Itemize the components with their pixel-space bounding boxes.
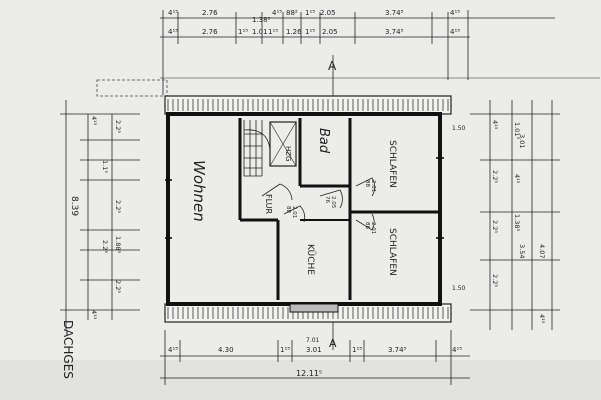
interior-dim-7: 2.01: [370, 222, 376, 234]
dim-right-0: 4¹⁵: [491, 120, 499, 130]
dim-left-1: 2.2⁵: [114, 120, 122, 133]
room-label-wohnen: Wohnen: [190, 160, 208, 222]
interior-dim-5: 2.01: [370, 180, 376, 192]
interior-walls: [238, 118, 440, 300]
dim-top-row1-4: 88²: [286, 9, 298, 17]
dim-right-4: 4¹⁵: [513, 174, 521, 184]
dim-bottom-1: 4.30: [218, 346, 234, 354]
paper-shadow: [0, 360, 601, 400]
right-dimension-lines: [470, 100, 560, 330]
room-label-schlafen-bottom: SCHLAFEN: [387, 228, 397, 276]
dim-right-5: 2.2⁵: [491, 220, 499, 233]
room-label-kueche: KÜCHE: [305, 244, 316, 275]
room-label-hzg: HZG: [284, 146, 292, 161]
interior-dim-3: 2.05: [330, 196, 336, 209]
dim-top-row1-5: 1¹⁵: [305, 9, 315, 17]
dim-bottom-2: 1¹⁵: [280, 346, 290, 354]
dim-top-row2-3: 1.01: [252, 28, 268, 36]
dim-bottom-4: 3.01: [306, 346, 322, 354]
interior-dim-0: 88: [285, 206, 291, 213]
dim-top-row2-8: 3.74⁵: [385, 28, 404, 36]
dim-bottom-5: 1¹⁵: [352, 346, 362, 354]
dim-top-row2-6: 1¹⁵: [305, 28, 315, 36]
dim-top-row2-2: 1¹⁵: [238, 28, 248, 36]
dim-top-row1-8: 4¹⁵: [450, 9, 460, 17]
dim-top-row2-1: 2.76: [202, 28, 218, 36]
window-mark-top: 1.50: [452, 125, 466, 132]
dim-left-6: 2.2⁵: [114, 280, 122, 293]
interior-dim-4: 88: [364, 180, 370, 187]
svg-text:A: A: [329, 337, 337, 350]
room-label-schlafen-top: SCHLAFEN: [387, 140, 397, 188]
interior-dim-2: 76: [324, 196, 330, 203]
dim-right-2: 1.01⁵: [513, 122, 521, 139]
dim-left-4: 1.88⁵: [114, 236, 122, 253]
dim-top-row1-7: 3.74⁵: [385, 9, 404, 17]
section-marker-top: A: [328, 55, 337, 98]
dormer-projection-left: [96, 79, 168, 97]
dim-top-row1-2: 1.38⁵: [252, 16, 271, 24]
room-label-flur: FLUR: [264, 194, 273, 215]
window-mark-bottom: 1.50: [452, 285, 466, 292]
dim-right-7: 1.38⁵: [513, 214, 521, 231]
dim-top-row2-7: 2.05: [322, 28, 338, 36]
interior-dim-6: 88: [364, 222, 370, 229]
dim-right-1: 2.2⁵: [491, 170, 499, 183]
svg-text:A: A: [328, 59, 337, 73]
dim-right-10: 4¹⁵: [538, 314, 546, 324]
dim-left-0: 4¹⁵: [90, 116, 98, 126]
left-dimension-lines: [60, 100, 140, 330]
dim-top-row1-1: 2.76: [202, 9, 218, 17]
dim-left-total: 8.39: [69, 196, 79, 216]
dim-right-8: 2.2⁵: [491, 274, 499, 287]
section-marker-bottom: A: [329, 322, 337, 350]
dim-right-9: 4.07: [538, 244, 546, 258]
windows: [165, 157, 444, 313]
dim-bottom-3: 7.01: [306, 337, 320, 344]
dim-top-row2-0: 4¹⁵: [168, 28, 178, 36]
dim-bottom-7: 4¹⁵: [452, 346, 462, 354]
eave-bottom: [164, 303, 452, 323]
dim-right-6: 3.54: [518, 244, 526, 258]
sheet-title: DACHGES: [61, 320, 75, 379]
dim-top-row1-0: 4¹⁵: [168, 9, 178, 17]
dim-top-row1-3: 4¹⁵: [272, 9, 282, 17]
eave-top: [164, 95, 452, 115]
dim-bottom-total: 12.11⁵: [296, 369, 322, 378]
top-dimension-lines: [160, 10, 600, 95]
door-swings: [261, 177, 376, 231]
staircase: [243, 120, 271, 177]
dim-left-5: 2.2⁵: [101, 240, 109, 253]
dim-bottom-0: 4¹⁵: [168, 346, 178, 354]
dim-top-row1-6: 2.05: [320, 9, 336, 17]
dim-top-row2-4: 1¹⁵: [268, 28, 278, 36]
heating-room: [269, 121, 297, 167]
dim-left-3: 2.2⁵: [114, 200, 122, 213]
dim-left-2: 1.1⁵: [101, 160, 109, 173]
room-label-bad: Bad: [316, 128, 331, 154]
dim-left-7: 4¹⁵: [90, 310, 98, 320]
dim-bottom-6: 3.74⁵: [388, 346, 407, 354]
interior-dim-1: 2.01: [291, 206, 297, 218]
dim-top-row2-9: 4¹⁵: [450, 28, 460, 36]
dim-right-3: 3.01: [518, 134, 526, 148]
dim-top-row2-5: 1.26: [286, 28, 302, 36]
bottom-dimension-lines: [160, 330, 470, 385]
